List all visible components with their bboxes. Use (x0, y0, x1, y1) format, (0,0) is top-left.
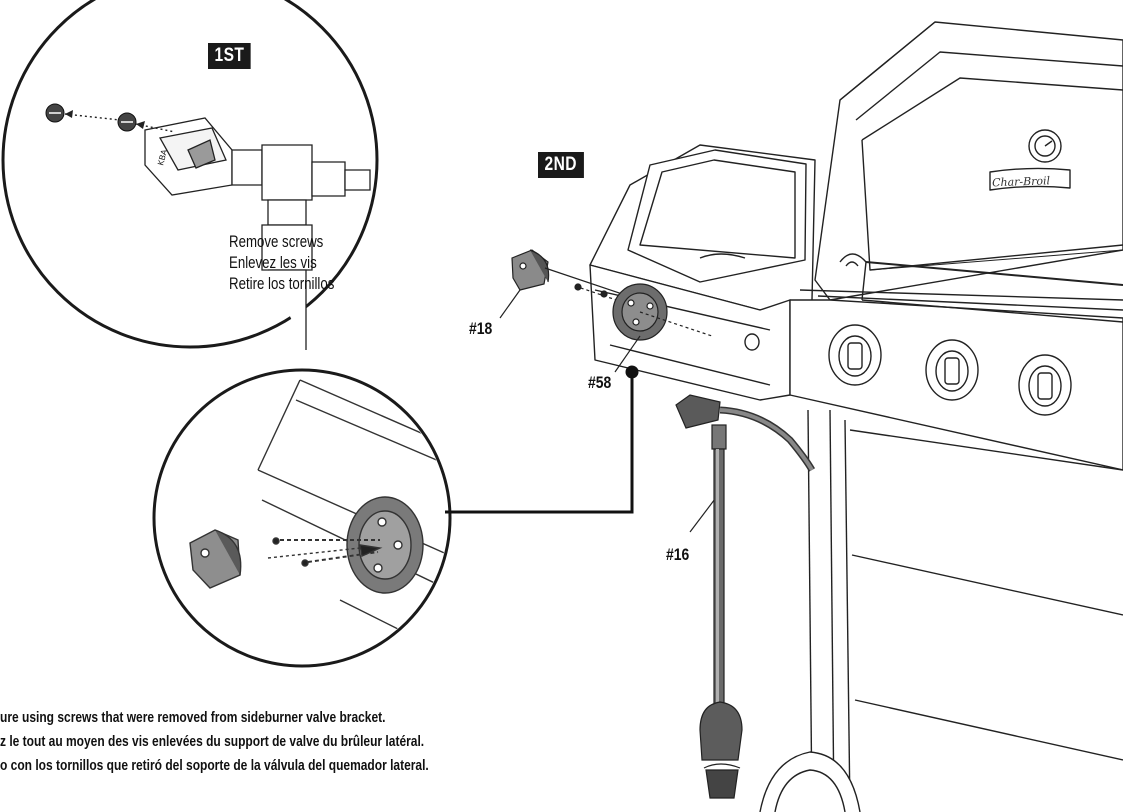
step-badge-first: 1ST (208, 43, 251, 69)
part-label-knob: #18 (469, 319, 493, 338)
footer-line-spanish: o con los tornillos que retiró del sopor… (0, 757, 429, 774)
svg-text:KBA: KBA (156, 148, 169, 166)
callout-connector (445, 365, 639, 514)
footer-line-english: ure using screws that were removed from … (0, 709, 386, 726)
control-knob-3 (1018, 354, 1072, 416)
sideburner-knob-exploded (511, 249, 713, 341)
part-label-hose: #16 (666, 545, 690, 564)
control-knob-1 (828, 324, 882, 386)
step-badge-second: 2ND (538, 152, 584, 178)
label-leaders (499, 289, 719, 533)
caption-spanish: Retire los tornillos (229, 274, 335, 293)
control-knob-2 (925, 339, 979, 401)
grill-illustration: Char-Broil (589, 21, 1123, 812)
hose-16 (675, 394, 816, 799)
part-label-bezel: #58 (588, 373, 612, 392)
caption-english: Remove screws (229, 232, 324, 251)
grill-lid (814, 21, 1123, 301)
detail-circle-1st: KBA (1, 0, 379, 350)
detail-circle-2nd (152, 368, 452, 668)
grill-brand-logo: Char-Broil (992, 174, 1051, 189)
cart-wheel (759, 751, 861, 812)
footer-line-french: z le tout au moyen des vis enlevées du s… (0, 733, 425, 750)
caption-french: Enlevez les vis (229, 253, 317, 272)
